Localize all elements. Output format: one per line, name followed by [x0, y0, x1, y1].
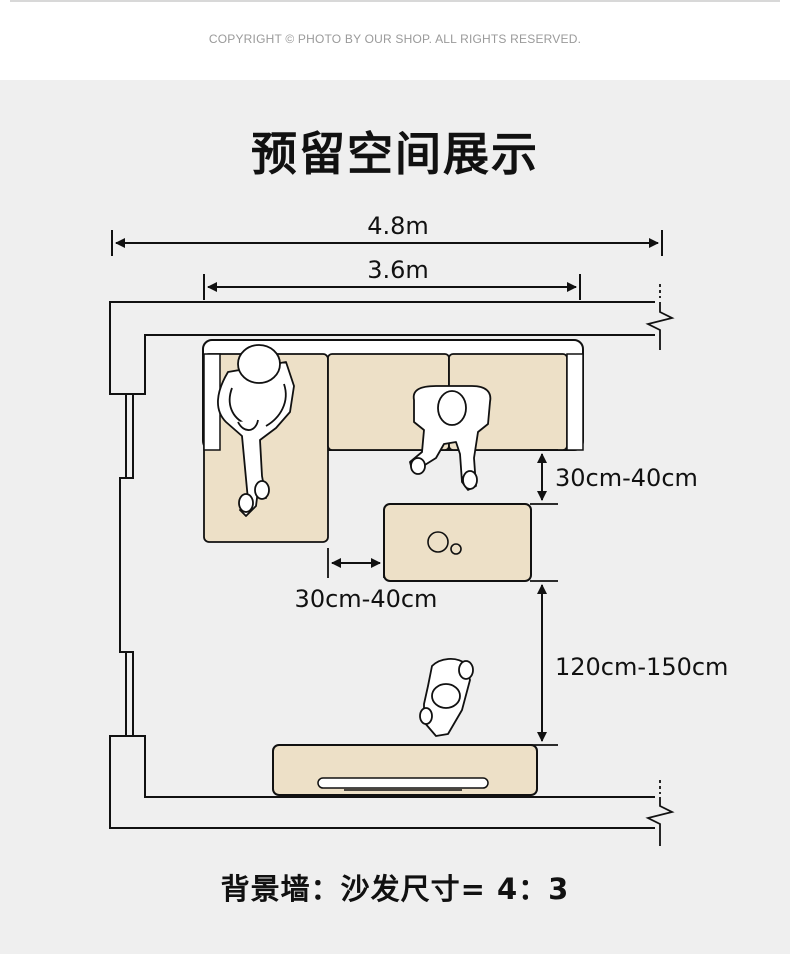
dimension-table-to-tv: 120cm-150cm: [530, 580, 728, 746]
tv-cabinet: [272, 744, 538, 796]
sofa-width-label: 3.6m: [367, 256, 429, 284]
page-title: 预留空间展示: [251, 127, 539, 181]
outer-width-label: 4.8m: [367, 212, 429, 240]
ratio-caption: 背景墙：沙发尺寸= 4：3: [220, 872, 570, 906]
dimension-sofa-width: 3.6m: [203, 256, 581, 300]
header-band: [0, 0, 790, 80]
walls: [109, 301, 655, 829]
dimension-outer-width: 4.8m: [111, 212, 663, 256]
person-walking-icon: [419, 658, 474, 737]
table-to-tv-label: 120cm-150cm: [555, 653, 728, 681]
break-mark-icon: [645, 284, 675, 846]
sofa-to-table-label: 30cm-40cm: [555, 464, 698, 492]
dimension-side-gap: 30cm-40cm: [295, 548, 438, 613]
dimension-sofa-to-table: 30cm-40cm: [530, 449, 698, 505]
top-divider: [10, 0, 780, 2]
coffee-table: [383, 503, 532, 582]
person-sitting-icon: [217, 344, 295, 517]
copyright-text: COPYRIGHT © PHOTO BY OUR SHOP. ALL RIGHT…: [208, 32, 582, 46]
side-gap-label: 30cm-40cm: [295, 585, 438, 613]
person-standing-icon: [409, 385, 492, 491]
